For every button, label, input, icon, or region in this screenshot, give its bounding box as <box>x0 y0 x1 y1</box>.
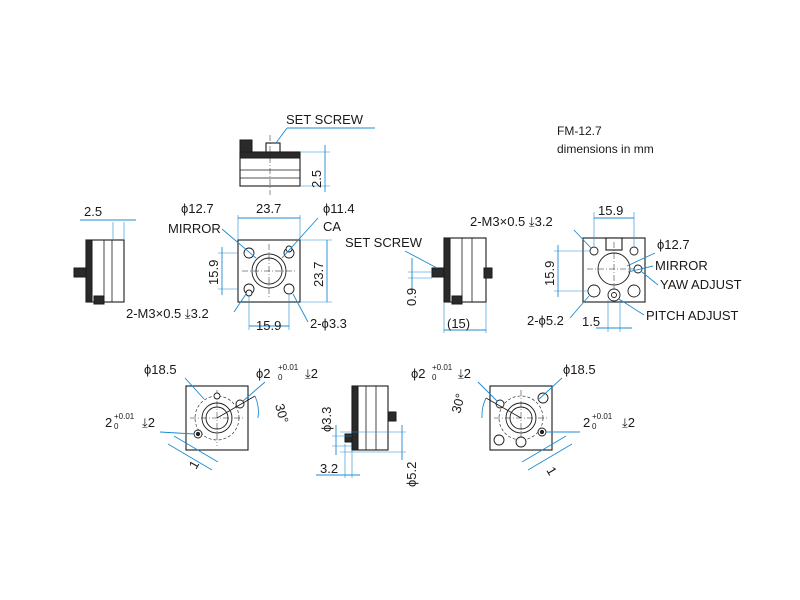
bottom-center-view: ϕ3.3 3.2 ϕ5.2 <box>316 385 419 487</box>
bl-angle-label: 30° <box>272 402 292 425</box>
br-spacing-label: 1 <box>543 464 560 478</box>
rear-tap-tl <box>589 246 599 256</box>
pitch-adjust-label: PITCH ADJUST <box>646 308 739 323</box>
side-view: SET SCREW 0.9 (15) <box>345 235 493 333</box>
br-side-pin-label: 2 <box>583 415 590 430</box>
bl-pin-depth: ⤓2 <box>305 366 318 381</box>
bl-bolt-circle-label: ϕ18.5 <box>144 362 177 377</box>
side-depth-label: (15) <box>447 316 470 331</box>
front-mirror-label: MIRROR <box>168 221 221 236</box>
rear-offset-label: 1.5 <box>582 314 600 329</box>
rear-mirror-dia-label: ϕ12.7 <box>657 237 690 252</box>
yaw-adjust-label: YAW ADJUST <box>660 277 742 292</box>
front-view: 23.7 ϕ12.7 MIRROR ϕ11.4 CA 15.9 23.7 15.… <box>126 201 355 333</box>
front-hole-tl <box>243 247 255 259</box>
br-bolt-circle-label: ϕ18.5 <box>563 362 596 377</box>
rear-tap-tr <box>629 246 639 256</box>
left-side-view: 2.5 <box>73 204 136 305</box>
bottom-left-view: ϕ18.5 ϕ2 +0.01 0 ⤓2 30° 2 +0.01 0 ⤓2 1 <box>105 362 318 472</box>
front-hole-br <box>283 283 295 295</box>
side-set-screw <box>431 267 445 278</box>
bl-pin-tol-lower: 0 <box>278 373 283 382</box>
bl-side-tol-upper: +0.01 <box>114 412 135 421</box>
front-pitch-v-label: 15.9 <box>206 260 221 285</box>
header: FM-12.7 dimensions in mm <box>557 124 654 156</box>
front-ca-label: CA <box>323 219 341 234</box>
bc-offset-label: 3.2 <box>320 461 338 476</box>
rear-cb-br <box>627 284 641 298</box>
front-ca-dia-label: ϕ11.4 <box>323 201 355 216</box>
left-screw <box>73 267 87 278</box>
front-height-label: 23.7 <box>311 262 326 287</box>
bl-pin-hole <box>235 399 245 409</box>
side-offset-label: 0.9 <box>404 288 419 306</box>
rear-mirror-label: MIRROR <box>655 258 708 273</box>
br-pin-depth: ⤓2 <box>458 366 471 381</box>
bl-side-tol-lower: 0 <box>114 422 119 431</box>
front-through-label: 2-ϕ3.3 <box>310 316 347 331</box>
rear-cb-bl <box>587 284 601 298</box>
front-pitch-h-label: 15.9 <box>256 318 281 333</box>
bl-side-pin-label: 2 <box>105 415 112 430</box>
side-set-screw-label: SET SCREW <box>345 235 423 250</box>
br-pin-tol-lower: 0 <box>432 373 437 382</box>
front-mirror-dia-label: ϕ12.7 <box>181 201 214 216</box>
left-thickness-label: 2.5 <box>84 204 102 219</box>
set-screw <box>265 142 281 153</box>
rear-tap-label: 2-M3×0.5 ⤓3.2 <box>470 214 553 229</box>
top-height-label: 2.5 <box>309 170 324 188</box>
set-screw-head <box>239 139 253 153</box>
bottom-right-view: ϕ18.5 ϕ2 +0.01 0 ⤓2 30° 2 +0.01 0 ⤓2 1 <box>411 362 635 478</box>
br-pin-tol-upper: +0.01 <box>432 363 453 372</box>
rear-counterbore-label: 2-ϕ5.2 <box>527 313 564 328</box>
top-view: SET SCREW 2.5 <box>239 112 375 195</box>
br-pin-label: ϕ2 <box>411 366 426 381</box>
bc-hole-label: ϕ3.3 <box>319 407 334 432</box>
bc-counterbore-label: ϕ5.2 <box>404 462 419 487</box>
units-note: dimensions in mm <box>557 142 654 156</box>
front-width-label: 23.7 <box>256 201 281 216</box>
bl-pin-tol-upper: +0.01 <box>278 363 299 372</box>
br-angle-label: 30° <box>448 392 468 415</box>
front-tap-label: 2-M3×0.5 ⤓3.2 <box>126 306 209 321</box>
top-set-screw-label: SET SCREW <box>286 112 364 127</box>
bl-pin-label: ϕ2 <box>256 366 271 381</box>
br-side-depth: ⤓2 <box>622 415 635 430</box>
side-body <box>443 237 487 303</box>
rear-pitch-h-label: 15.9 <box>598 203 623 218</box>
bl-side-depth: ⤓2 <box>142 415 155 430</box>
model-label: FM-12.7 <box>557 124 602 138</box>
rear-pitch-v-label: 15.9 <box>542 261 557 286</box>
br-side-tol-lower: 0 <box>592 422 597 431</box>
rear-view: 2-M3×0.5 ⤓3.2 15.9 ϕ12.7 MIRROR YAW ADJU… <box>470 203 742 332</box>
br-side-tol-upper: +0.01 <box>592 412 613 421</box>
